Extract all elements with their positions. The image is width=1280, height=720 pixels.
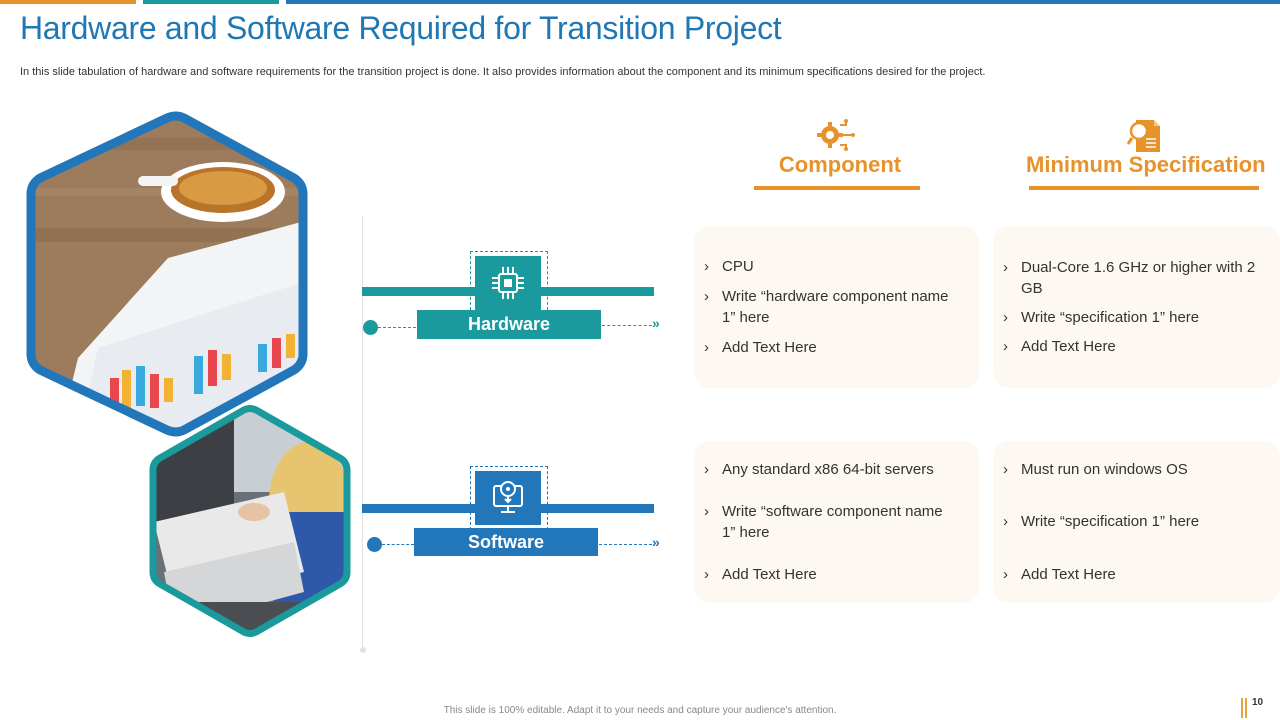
top-accent-orange [0,0,136,4]
gear-network-icon [816,117,856,153]
software-dot [367,537,382,552]
software-dash-right [599,544,652,545]
software-dash-left [382,544,414,545]
list-item: ›Any standard x86 64-bit servers [704,461,934,478]
list-item: ›Write “specification 1” here [1003,309,1200,326]
bullet-icon: › [1003,461,1008,478]
connector-end-dot [360,647,366,653]
page-marker-bar [1245,698,1247,718]
bullet-icon: › [1003,513,1008,530]
paper-bar-chart [110,334,295,418]
bullet-icon: › [704,566,709,583]
page-subtitle: In this slide tabulation of hardware and… [20,66,986,78]
column-header-specification: Minimum Specification [1026,152,1266,177]
bullet-icon: › [1003,309,1008,326]
list-item: ›Write “software component name 1” here [704,503,943,541]
bullet-icon: › [1003,566,1008,583]
bullet-icon: › [1003,259,1008,276]
top-accent-teal [143,0,279,4]
list-item: ›Add Text Here [704,566,817,583]
list-item: ›CPU [704,258,754,275]
monitor-disc-icon [475,471,541,525]
vertical-connector [362,216,363,652]
software-arrow-icon: » [652,534,660,550]
component-underline [754,186,920,190]
software-specification-card: ›Must run on windows OS ›Write “specific… [993,441,1280,603]
hardware-specification-card: ›Dual-Core 1.6 GHz or higher with 2 GB ›… [993,226,1280,388]
hardware-dot [363,320,378,335]
list-item: ›Must run on windows OS [1003,461,1188,478]
bullet-icon: › [704,461,709,478]
list-item: ›Add Text Here [1003,338,1116,355]
list-item: ›Add Text Here [704,339,817,356]
hardware-component-card: ›CPU ›Write “hardware component name 1” … [694,226,979,388]
bullet-icon: › [1003,338,1008,355]
list-item: ›Add Text Here [1003,566,1116,583]
hardware-arrow-icon: » [652,315,660,331]
bullet-icon: › [704,258,709,275]
page-marker-bar [1241,698,1243,718]
hexagon-photo-coffee [26,111,308,437]
document-search-icon [1126,117,1164,155]
chip-icon [475,256,541,310]
hexagon-photo-writing [149,405,351,637]
column-header-component: Component [778,152,902,177]
software-component-card: ›Any standard x86 64-bit servers ›Write … [694,441,979,603]
hardware-dash-left [378,327,416,328]
bullet-icon: › [704,503,709,520]
hardware-label: Hardware [417,310,601,339]
bullet-icon: › [704,288,709,305]
list-item: ›Write “specification 1” here [1003,513,1200,530]
top-accent-blue [286,0,1280,4]
footer-note: This slide is 100% editable. Adapt it to… [443,705,837,716]
list-item: ›Write “hardware component name 1” here [704,288,949,326]
specification-underline [1029,186,1259,190]
page-title: Hardware and Software Required for Trans… [20,10,782,46]
bullet-icon: › [704,339,709,356]
list-item: ›Dual-Core 1.6 GHz or higher with 2 GB [1003,259,1256,297]
hardware-dash-right [602,325,652,326]
page-number: 10 [1252,697,1264,708]
software-label: Software [414,528,598,556]
